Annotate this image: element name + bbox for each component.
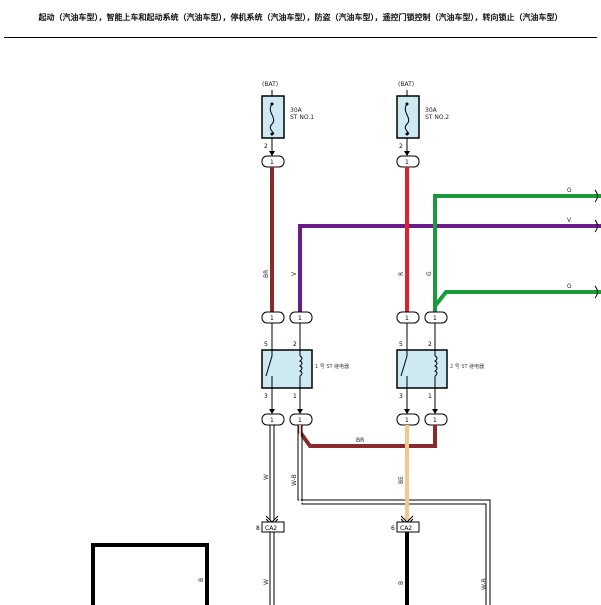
wire-g-top: [433, 194, 601, 312]
wire-label-g-mid: G: [426, 271, 433, 276]
ca2-right-pin: 6: [391, 525, 395, 532]
wire-v-continue-icon: [594, 219, 598, 233]
connector-fuse1-pin: 1: [270, 159, 274, 166]
wire-b-box: [91, 543, 209, 605]
wire-label-b-box: B: [198, 578, 205, 582]
wire-br-bridge: [298, 425, 437, 448]
relay2-pin-tl: 5: [399, 341, 403, 348]
svg-text:1: 1: [298, 417, 302, 424]
relay1-in-connector-left: [261, 311, 285, 324]
relay1-pin-tl: 5: [264, 341, 268, 348]
fuse1-pin: 2: [264, 143, 268, 150]
page-title: 起动（汽油车型），智能上车和起动系统（汽油车型），停机系统（汽油车型），防盗（汽…: [38, 13, 563, 22]
wire-label-be: BE: [398, 476, 405, 484]
wire-g-mid-continue-icon: [594, 285, 598, 299]
svg-text:1: 1: [270, 417, 274, 424]
wire-label-g-top: G: [567, 187, 572, 194]
wire-label-br-left: BR: [263, 270, 270, 278]
fuse2-rating: 30A: [425, 107, 438, 114]
relay1-in-connector-right: [289, 311, 313, 324]
relay2-label: 2 号 ST 继电器: [450, 363, 484, 370]
relay1-switch-icon: [265, 355, 273, 377]
relay1-label: 1 号 ST 继电器: [315, 363, 349, 370]
wire-wb: [297, 425, 491, 605]
ca2-connector-left: [261, 521, 285, 533]
wire-label-v-left: V: [291, 271, 298, 276]
fuse1-source: (BAT): [262, 81, 278, 88]
relay2-in-connector-right: [424, 311, 448, 324]
wire-label-b-lower: B: [398, 581, 405, 585]
relay2-switch-icon: [400, 355, 408, 377]
relay2-coil-icon: [434, 355, 438, 377]
fuse1-name: ST NO.1: [290, 114, 314, 121]
svg-text:1: 1: [405, 315, 409, 322]
wire-label-w-lower: W: [263, 579, 270, 585]
fuse2-name: ST NO.2: [425, 114, 449, 121]
fuse2-source: (BAT): [398, 81, 414, 88]
page-header: 起动（汽油车型），智能上车和起动系统（汽油车型），停机系统（汽油车型），防盗（汽…: [0, 0, 601, 40]
svg-text:1: 1: [405, 417, 409, 424]
relay2-pin-bl: 3: [399, 393, 403, 400]
relay2-pin-br: 1: [428, 393, 432, 400]
ca2-left-name: CA2: [265, 525, 277, 532]
wire-v: [298, 224, 601, 312]
relay2-body: [396, 349, 448, 389]
fuse1-dot-top: [270, 102, 274, 106]
svg-text:1: 1: [433, 417, 437, 424]
fuse1-dot-bottom: [270, 132, 274, 136]
relay1-pin-bl: 3: [264, 393, 268, 400]
svg-text:1: 1: [270, 315, 274, 322]
fuse2-element-icon: [404, 103, 410, 135]
relay1-coil-icon: [299, 355, 303, 377]
wire-label-g-right: G: [567, 283, 572, 290]
connector-fuse2-pin: 1: [405, 159, 409, 166]
title-rule: [4, 37, 597, 38]
relay1-body: [261, 349, 313, 389]
relay1-pin-br: 1: [293, 393, 297, 400]
fuse2-pin: 2: [399, 143, 403, 150]
relay2-in-connector-left: [396, 311, 420, 324]
wire-label-wb-right: W-B: [481, 578, 488, 590]
svg-text:1: 1: [298, 315, 302, 322]
relay2-pin-tr: 2: [428, 341, 432, 348]
wire-g-mid: [433, 290, 601, 308]
ca2-left-pin: 8: [256, 525, 260, 532]
wire-g-top-continue-icon: [594, 189, 598, 203]
fuse1-element-icon: [269, 103, 275, 135]
ca2-right-name: CA2: [400, 525, 412, 532]
fuse1-rating: 30A: [290, 107, 303, 114]
wire-label-v-top: V: [567, 217, 572, 224]
wire-label-br-bridge: BR: [356, 437, 364, 444]
svg-text:1: 1: [433, 315, 437, 322]
wire-label-wb-left: W-B: [291, 474, 298, 486]
wire-label-w-left: W: [263, 474, 270, 480]
relay1-out-connector-left: [261, 413, 285, 426]
relay1-pin-tr: 2: [293, 341, 297, 348]
wire-label-r: R: [398, 272, 405, 276]
